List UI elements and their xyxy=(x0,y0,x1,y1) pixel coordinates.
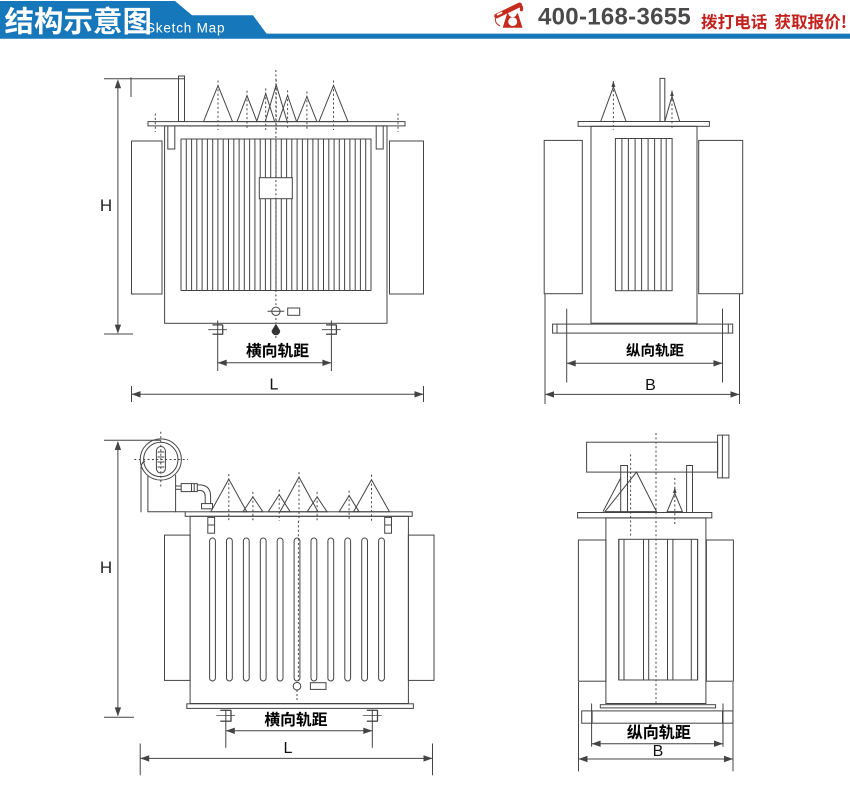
svg-text:B: B xyxy=(645,377,656,394)
svg-text:400-168-3655: 400-168-3655 xyxy=(538,3,691,30)
svg-text:H: H xyxy=(100,558,112,577)
svg-text:L: L xyxy=(270,377,279,394)
svg-text:B: B xyxy=(653,743,664,760)
svg-text:L: L xyxy=(284,740,293,757)
svg-text:Sketch Map: Sketch Map xyxy=(146,21,225,36)
svg-text:H: H xyxy=(100,196,112,215)
